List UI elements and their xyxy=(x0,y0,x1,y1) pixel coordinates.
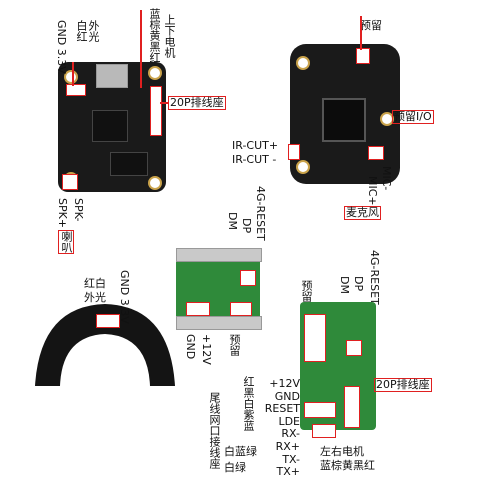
label-dm: DM xyxy=(226,212,239,230)
pin-label: RX+ xyxy=(275,439,300,453)
label-speaker: 喇叭 xyxy=(58,230,74,254)
main-soc-chip xyxy=(92,110,128,142)
ir-light-connector xyxy=(66,84,86,96)
ir-arc-board xyxy=(35,304,175,386)
edge-pins xyxy=(176,248,262,262)
pointer-line xyxy=(360,16,362,50)
speaker-connector xyxy=(62,174,78,190)
mount-hole xyxy=(148,176,162,190)
label-wire-colors-c: 白绿 xyxy=(224,461,246,474)
label-dm-right: DM xyxy=(338,276,351,294)
label-motor-colors: 蓝棕黄黑红 xyxy=(148,8,161,63)
label-wire-colors-a: 红黑白紫蓝 xyxy=(242,376,255,431)
label-reserved-io: 预留I/O xyxy=(392,110,434,124)
label-spk-minus: SPK- xyxy=(72,198,85,222)
label-ir-light: 外光 xyxy=(87,20,100,42)
pin-list: +12V GND RESET LDE RX- RX+ TX- TX+ xyxy=(262,377,300,479)
reserved-connector-top xyxy=(356,48,370,64)
reserved-connector-stack xyxy=(304,314,326,362)
ethernet-chip xyxy=(110,152,148,176)
connector-20p-right xyxy=(344,386,360,428)
motor-connector-right xyxy=(312,424,336,438)
mount-hole xyxy=(296,160,310,174)
label-20p-right: 20P排线座 xyxy=(374,378,432,392)
mount-hole xyxy=(148,66,162,80)
label-ircut-minus: IR-CUT - xyxy=(232,153,277,166)
mount-hole xyxy=(64,70,78,84)
pin-label: TX- xyxy=(282,452,300,466)
label-mic-minus: MIC- xyxy=(380,166,393,191)
mount-hole xyxy=(296,56,310,70)
label-motor-updown: 上下电机 xyxy=(163,14,176,58)
label-12v: +12V xyxy=(200,334,213,365)
label-4g-reset-right: 4G-RESET xyxy=(368,250,381,305)
label-motor-leftright: 左右电机 xyxy=(320,445,364,458)
mic-connector xyxy=(368,146,384,160)
tail-connector xyxy=(304,402,336,418)
label-4g-reset: 4G-RESET xyxy=(254,186,267,241)
label-gnd-3v3: GND 3.3V xyxy=(55,20,68,74)
label-ircut-plus: IR-CUT+ xyxy=(232,139,279,152)
label-white-red: 白红 xyxy=(75,20,88,42)
ir-arc-connector xyxy=(96,314,120,328)
label-tail-connector: 尾线网口接线座 xyxy=(208,392,221,469)
pin-label: GND xyxy=(274,389,300,403)
pointer-line xyxy=(160,102,168,104)
label-microphone: 麦克风 xyxy=(344,206,381,220)
label-dp: DP xyxy=(240,218,253,234)
sd-card-slot xyxy=(96,64,128,88)
usb-connector-right xyxy=(346,340,362,356)
label-mic-plus: MIC+ xyxy=(366,176,379,206)
label-reserved: 预留 xyxy=(228,334,241,356)
pin-label: LDE xyxy=(278,414,300,428)
label-20p-connector: 20P排线座 xyxy=(168,96,226,110)
label-red-white: 红白 xyxy=(84,277,106,290)
mount-hole xyxy=(380,112,394,126)
label-ir-light-arc: 外光 xyxy=(84,291,106,304)
label-3v3-gnd: GND 3.3V xyxy=(118,270,131,324)
label-wire-colors-b: 白蓝绿 xyxy=(224,445,257,458)
label-gnd: GND xyxy=(184,334,197,360)
pointer-line xyxy=(72,62,74,86)
reserved-connector xyxy=(230,302,252,316)
label-reserved-right: 预留 xyxy=(300,280,313,302)
label-reserved-top: 预留 xyxy=(360,19,382,32)
pointer-line xyxy=(140,10,142,88)
pin-label: RESET xyxy=(264,402,300,416)
edge-pins xyxy=(176,316,262,330)
pin-label: +12V xyxy=(269,377,300,390)
label-motor-colors-right: 蓝棕黄黑红 xyxy=(320,459,375,472)
usb-connector xyxy=(240,270,256,286)
image-sensor xyxy=(322,98,366,142)
pin-label: RX- xyxy=(281,427,300,441)
motor-connector-vertical xyxy=(150,86,162,136)
power-connector xyxy=(186,302,210,316)
ircut-connector xyxy=(288,144,300,160)
pin-label: TX+ xyxy=(276,465,300,479)
label-dp-right: DP xyxy=(352,276,365,292)
label-spk-plus: SPK+ xyxy=(56,198,69,229)
